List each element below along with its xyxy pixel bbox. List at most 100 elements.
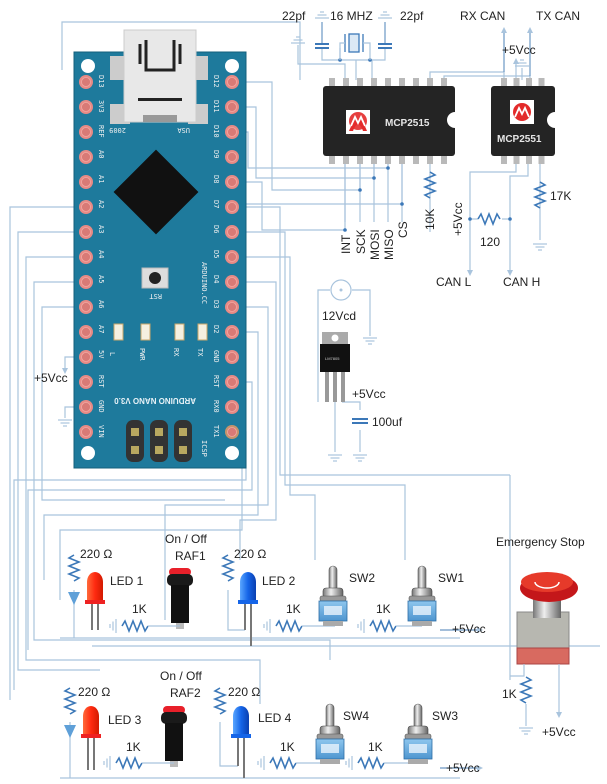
pin-label: A2: [97, 200, 105, 208]
pin-d6: D6: [212, 225, 239, 239]
arduino-nano-board: 2009 USA RST ARDUINO.CC L PWR RX TX ARDU…: [73, 29, 247, 469]
pin-a2: A2: [79, 200, 105, 214]
button1-title: On / Off: [165, 532, 207, 546]
pin-d10: D10: [212, 125, 239, 139]
brand-text: ARDUINO.CC: [200, 262, 208, 304]
rx-can-label: RX CAN: [460, 9, 505, 23]
sw1-toggle-icon[interactable]: [407, 565, 437, 627]
pin-3v3: 3V3: [79, 100, 105, 114]
chip-pin: [427, 155, 433, 164]
emergency-stop-button-icon[interactable]: [516, 572, 578, 665]
input-row-2: 220 Ω LED 3 On / Off RAF2 1K 220 Ω LED 4…: [62, 669, 480, 778]
led3-label: LED 3: [108, 713, 142, 727]
led-label-pwr: PWR: [138, 348, 146, 361]
slope-resistor: [532, 181, 548, 209]
input-voltage-label: 12Vcd: [322, 309, 356, 323]
mcp2515-label: MCP2515: [385, 118, 430, 129]
pin-label: A7: [97, 325, 105, 333]
signal-cs: CS: [396, 221, 410, 238]
pin-label: TX1: [212, 425, 220, 438]
pin-label: D7: [212, 200, 220, 208]
pin-label: GND: [212, 350, 220, 363]
chip-pin: [385, 155, 391, 164]
pin-label: D13: [97, 75, 105, 88]
led1-resistor-label: 220 Ω: [80, 547, 112, 561]
pin-d8: D8: [212, 175, 239, 189]
pin-rst: RST: [212, 375, 239, 389]
button2-icon[interactable]: [161, 706, 187, 767]
input-row-1: 220 Ω LED 1 On / Off RAF1 1K 220 Ω LED 2…: [66, 532, 486, 646]
wiring: [9, 21, 600, 779]
led-label-tx: TX: [196, 348, 204, 357]
pin-d9: D9: [212, 150, 239, 164]
sw4-toggle-icon[interactable]: [315, 703, 345, 765]
chip-pin: [413, 78, 419, 87]
pin-5v: 5V: [79, 350, 105, 364]
led3-resistor-label: 220 Ω: [78, 685, 110, 699]
led3: [81, 706, 101, 770]
row2-vcc-label: +5Vcc: [446, 761, 480, 775]
led1: [85, 572, 105, 630]
pin-label: D2: [212, 325, 220, 333]
can-h-label: CAN H: [503, 275, 540, 289]
pin-d5: D5: [212, 250, 239, 264]
sw3-toggle-icon[interactable]: [403, 703, 433, 765]
estop-title: Emergency Stop: [496, 535, 585, 549]
pin-label: A3: [97, 225, 105, 233]
chip-pin: [343, 78, 349, 87]
board-leds: [113, 323, 208, 341]
chip-pin: [371, 78, 377, 87]
pin-label: 3V3: [97, 100, 105, 113]
pin-d3: D3: [212, 300, 239, 314]
chip-pin: [399, 155, 405, 164]
pullup-10k-label: 10K: [423, 209, 437, 230]
chip-pin: [427, 78, 433, 87]
sw4-label: SW4: [343, 709, 369, 723]
chip-pin: [441, 155, 447, 164]
pin-label: D9: [212, 150, 220, 158]
pin-label: D5: [212, 250, 220, 258]
pin-ref: REF: [79, 125, 105, 139]
led-label-rx: RX: [172, 348, 180, 357]
pin-d4: D4: [212, 275, 239, 289]
pin-label: RST: [97, 375, 105, 388]
sw3-label: SW3: [432, 709, 458, 723]
chip-pin: [513, 155, 520, 164]
mcp2515-chip: MCP2515: [323, 78, 455, 164]
mcp2551-chip: MCP2551: [491, 78, 555, 164]
pin-label: A6: [97, 300, 105, 308]
chip-pin: [357, 155, 363, 164]
power-supply: 12Vcd LM7805 +5Vcc 100uf: [320, 279, 403, 429]
estop-pulldown-label: 1K: [502, 687, 517, 701]
capacitor-label: 100uf: [372, 415, 403, 429]
sw1-label: SW1: [438, 571, 464, 585]
oscillator-circuit: 22pf 16 MHZ 22pf: [282, 9, 424, 60]
row1-vcc-label: +5Vcc: [452, 622, 486, 636]
led1-label: LED 1: [110, 574, 144, 588]
pin-rst: RST: [79, 375, 105, 389]
chip-pin: [526, 78, 532, 87]
button1-name: RAF1: [175, 549, 206, 563]
can-l-label: CAN L: [436, 275, 472, 289]
pin-tx1: TX1: [212, 425, 239, 439]
chip-pin: [413, 155, 419, 164]
pin-d2: D2: [212, 325, 239, 339]
slope-resistor-label: 17K: [550, 189, 571, 203]
led-label-l: L: [108, 352, 116, 356]
sw2-toggle-icon[interactable]: [318, 565, 348, 627]
year-text: 2009: [109, 126, 126, 134]
sw3-pulldown-label: 1K: [368, 740, 383, 754]
pin-d11: D11: [212, 100, 239, 114]
pin-a6: A6: [79, 300, 105, 314]
pin-d13: D13: [79, 75, 105, 89]
rst-label: RST: [149, 292, 162, 300]
signal-mosi: MOSI: [368, 229, 382, 260]
board-name: ARDUINO NANO V3.0: [114, 396, 196, 405]
button1-icon[interactable]: [167, 568, 193, 629]
button1-pulldown-label: 1K: [132, 602, 147, 616]
reset-button[interactable]: [141, 267, 169, 289]
pin-label: REF: [97, 125, 105, 138]
chip-pin: [538, 155, 545, 164]
chip-pin: [343, 155, 349, 164]
